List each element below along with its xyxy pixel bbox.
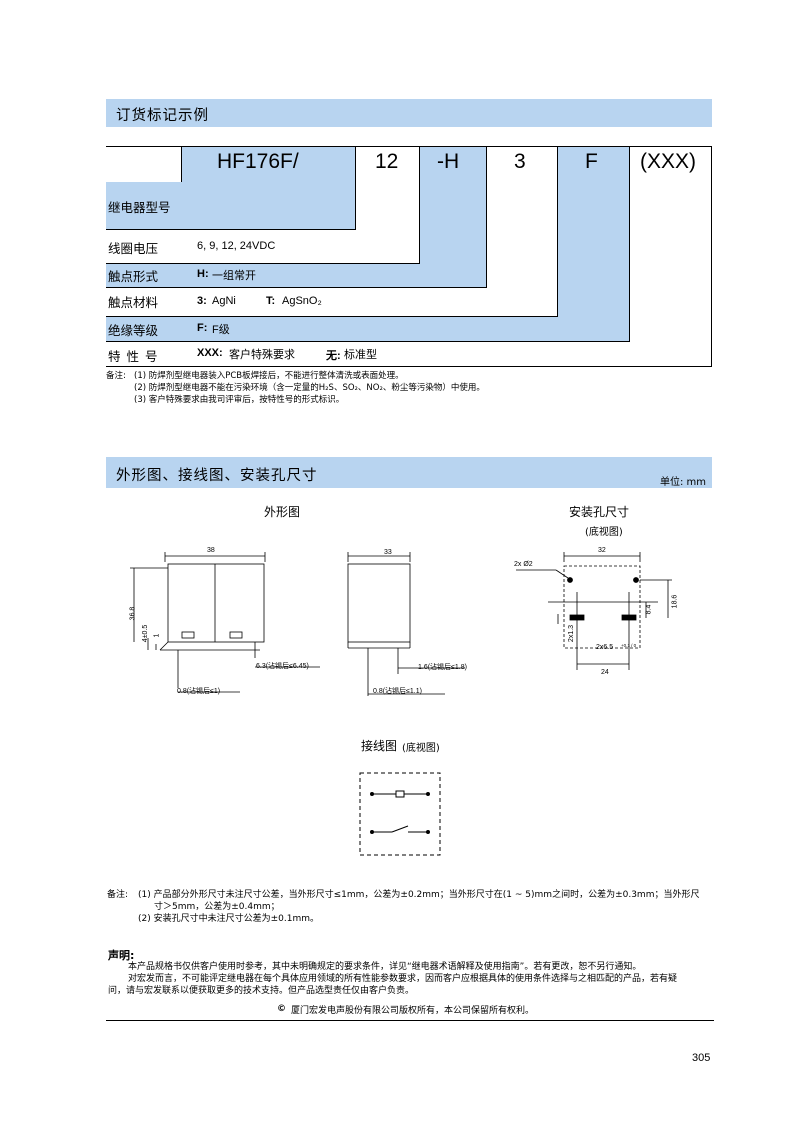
row-key-material-2: T:	[266, 295, 276, 307]
hole-width-label: 32	[598, 547, 606, 554]
wiring-sub: (底视图)	[402, 743, 440, 754]
code-model: HF176F/	[217, 150, 299, 173]
row-label-contact-form: 触点形式	[108, 269, 159, 284]
dimension-note-1-cont: 寸＞5mm，公差为±0.4mm；	[154, 902, 280, 912]
code-contact-material: 3	[514, 150, 526, 173]
dimensions-title: 外形图、接线图、安装孔尺寸	[116, 468, 318, 484]
code-special: (XXX)	[640, 150, 697, 173]
divider	[629, 146, 630, 341]
row-key-feature-1: XXX:	[197, 347, 223, 359]
row-key-insulation: F:	[197, 322, 208, 334]
divider	[181, 146, 182, 182]
side-view-drawing	[347, 552, 465, 696]
wiring-diagram	[359, 772, 441, 856]
divider	[486, 146, 487, 288]
code-block-contact-form	[420, 147, 486, 264]
row-value-material-2: AgSnO₂	[282, 295, 322, 307]
divider	[106, 263, 420, 264]
dimension-note-2: (2) 安装孔尺寸中未注尺寸公差为±0.1mm。	[138, 914, 319, 924]
page-number: 305	[692, 1052, 711, 1064]
row-value-feature-1: 客户特殊要求	[229, 349, 295, 361]
ordering-note-1: (1) 防焊剂型继电器装入PCB板焊接后，不能进行整体清洗或表面处理。	[134, 371, 404, 381]
declaration-line-3: 问，请与宏发联系以便获取更多的技术支持。但产品选型责任仅由客户负责。	[108, 986, 415, 996]
hole-pitch-label: 24	[601, 669, 609, 676]
divider	[106, 146, 712, 147]
declaration-line-2: 对宏发而言，不可能评定继电器在每个具体应用领域的所有性能参数要求，因而客户应根据…	[128, 974, 678, 984]
front-lead-label: 0.8(沾锡后≤1)	[177, 688, 221, 695]
row-value-feature-2: 标准型	[344, 349, 377, 361]
ordering-title: 订货标记示例	[116, 108, 209, 124]
divider	[711, 146, 712, 367]
front-height-label: 36.8	[129, 606, 137, 621]
declaration-title: 声明:	[108, 949, 135, 962]
row-label-contact-material: 触点材料	[108, 295, 159, 310]
hole-count-label: 2x Ø2	[514, 561, 533, 568]
ordering-notes-prefix: 备注:	[106, 371, 126, 381]
code-block-insulation	[557, 147, 629, 317]
row-value-contact-form: 一组常开	[212, 270, 256, 282]
front-a-label: 4±0.5	[142, 624, 150, 643]
divider	[106, 316, 558, 317]
footer-rule	[106, 1020, 714, 1021]
hole-h2-label: 18.6	[671, 594, 679, 609]
row-contact-form-bg	[106, 263, 486, 287]
divider	[106, 366, 712, 367]
code-insulation: F	[585, 150, 598, 173]
hole-h1-label: 8.4	[645, 604, 653, 615]
ordering-header: 订货标记示例	[106, 99, 712, 127]
divider	[106, 229, 356, 230]
dimension-notes-prefix: 备注:	[107, 890, 129, 900]
copyright-text: 厦门宏发电声股份有限公司版权所有，本公司保留所有权利。	[291, 1006, 535, 1016]
divider	[419, 146, 420, 264]
row-label-insulation: 绝缘等级	[108, 323, 159, 338]
front-view-drawing	[130, 552, 320, 693]
side-width-label: 33	[384, 549, 392, 556]
slot-tolerance-label: +0.1 / 0	[621, 643, 637, 648]
code-voltage: 12	[375, 150, 399, 173]
slot-width-label: 2x6.5	[596, 644, 614, 651]
row-value-material-1: AgNi	[212, 295, 236, 307]
ordering-note-3: (3) 客户特殊要求由我司评审后，按特性号的形式标识。	[134, 395, 345, 405]
unit-label: 单位: mm	[659, 477, 706, 488]
row-value-coil-voltage: 6, 9, 12, 24VDC	[197, 240, 276, 252]
row-insulation-bg	[106, 316, 629, 341]
row-key-material-1: 3:	[197, 295, 207, 307]
copyright-icon: ©	[277, 1004, 286, 1014]
row-key-contact-form: H:	[197, 268, 209, 280]
dimensions-header: 外形图、接线图、安装孔尺寸 单位: mm	[106, 457, 712, 488]
divider	[106, 287, 487, 288]
ordering-note-2: (2) 防焊剂型继电器不能在污染环境（含一定量的H₂S、SO₂、NO₂、粉尘等污…	[134, 383, 485, 393]
row-value-insulation: F级	[212, 324, 230, 336]
dimension-note-1: (1) 产品部分外形尺寸未注尺寸公差，当外形尺寸≤1mm，公差为±0.2mm；当…	[138, 890, 700, 900]
slot-height-label: 2x1.3	[568, 624, 576, 643]
divider	[106, 341, 630, 342]
mounting-caption: 安装孔尺寸	[569, 505, 630, 519]
mounting-sub: (底视图)	[585, 527, 623, 538]
side-lead-label: 0.8(沾锡后≤1.1)	[373, 688, 422, 695]
divider	[355, 146, 356, 230]
front-width-label: 38	[207, 547, 215, 554]
side-pin-label: 1.6(沾锡后≤1.8)	[418, 664, 467, 671]
code-contact-form: -H	[437, 150, 460, 173]
declaration-line-1: 本产品规格书仅供客户使用时参考，其中未明确规定的要求条件，详见“继电器术语解释及…	[128, 962, 642, 972]
row-key-feature-2: 无:	[326, 350, 341, 362]
row-label-feature: 特 性 号	[108, 349, 159, 364]
front-b-label: 1	[153, 633, 161, 638]
label-block-model	[106, 182, 356, 229]
outline-caption: 外形图	[264, 505, 301, 519]
wiring-caption: 接线图	[361, 739, 398, 753]
divider	[557, 146, 558, 316]
row-label-model: 继电器型号	[108, 200, 171, 215]
front-pin-label: 6.3(沾锡后≤6.45)	[256, 663, 309, 670]
row-label-coil-voltage: 线圈电压	[108, 241, 159, 256]
mounting-hole-drawing	[516, 552, 672, 670]
